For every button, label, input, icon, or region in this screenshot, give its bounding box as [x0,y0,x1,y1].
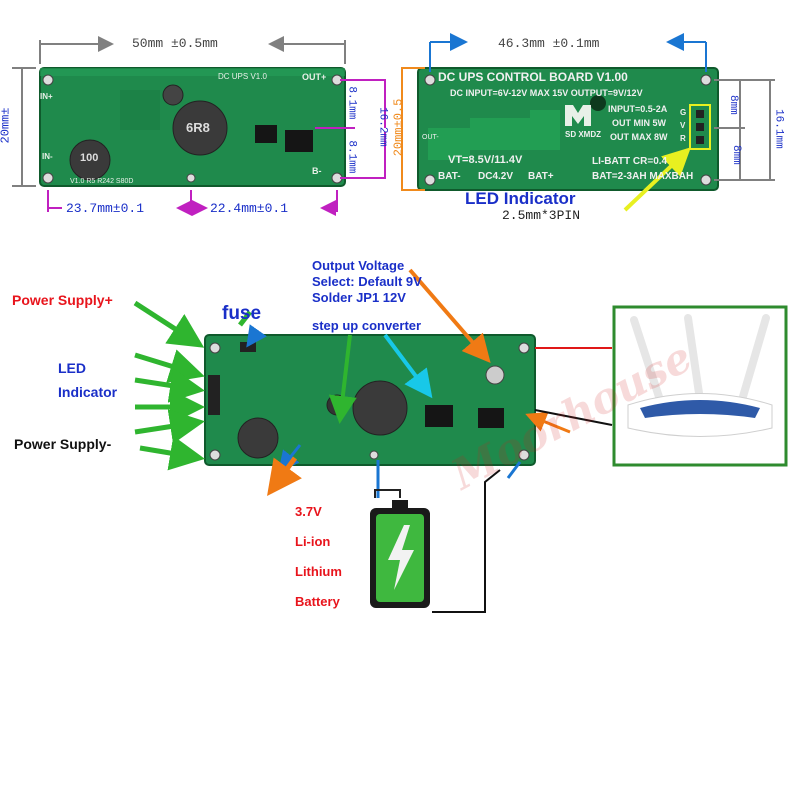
top-left-dim-bottom-right: 22.4mm±0.1 [210,201,289,216]
mount-hole [424,74,436,86]
inductor-left [69,139,111,181]
top-right-board [417,67,719,191]
silk-in-plus: IN+ [40,92,53,101]
silk-bat-minus: BAT- [438,171,461,182]
top-left-dim-bottom-left: 23.7mm±0.1 [66,201,145,216]
silk-bat-cap: BAT=2-3AH MAXBAH [592,171,694,182]
mount-hole [209,342,221,354]
battery-label-3: Lithium [295,564,342,579]
silk-b-minus: B- [312,166,322,176]
battery-label-2: Li-ion [295,534,331,549]
silk-v: V [680,121,686,130]
silk-bat-plus: BAT+ [528,171,554,182]
mount-hole [700,174,712,186]
mount-hole [42,74,54,86]
top-left-board [39,67,346,187]
wires [374,347,613,613]
mount-hole [186,173,196,183]
mount-hole [700,74,712,86]
silk-footer: V1.0 R5 R242 S80D [70,178,134,185]
copper-pour [428,110,560,160]
silk-out-label: OUT- [422,134,439,141]
top-left-width-dim: 50mm ±0.5mm [132,36,218,51]
lightning-icon [388,525,414,590]
annotation-arrows [133,268,571,498]
silk-line2: DC INPUT=6V-12V MAX 15V OUTPUT=9V/12V [450,88,643,98]
logo-circle [590,95,606,111]
router-frame [612,305,788,467]
top-left-dim-right-total: 16.2mm [376,107,389,147]
top-right-height-dim: 20mm±0.5 [391,98,406,157]
led-indicator-pin: 2.5mm*3PIN [502,208,581,223]
top-right-dim-right-total: 16.1mm [772,109,785,149]
logo-m [565,105,591,126]
ic-chip [478,408,504,428]
capacitor [162,84,184,106]
silk-title: DC UPS V1.0 [218,72,267,81]
mount-hole [518,449,530,461]
battery-label-4: Battery [295,594,340,609]
silk-out-min: OUT MIN 5W [612,118,666,128]
silk-inductor-left: 100 [80,152,99,164]
silk-g: G [680,108,687,117]
output-voltage-label-1: Output Voltage [312,258,405,273]
led-indicator-arrow [623,147,691,212]
battery [370,500,430,608]
top-right-width-dim: 46.3mm ±0.1mm [498,36,600,51]
mount-hole [209,449,221,461]
battery-label-1: 3.7V [295,504,322,519]
silk-title: DC UPS CONTROL BOARD V1.00 [438,70,628,84]
led-label-1: LED [58,360,86,376]
inductor-center [172,100,228,156]
mount-hole [424,174,436,186]
inductor-left [237,417,279,459]
silk-dc42: DC4.2V [478,171,514,182]
fuse-label: fuse [222,303,262,324]
step-up-converter-label: step up converter [312,318,422,333]
capacitor [485,365,505,385]
mount-hole [42,172,54,184]
led-indicator-title: LED Indicator [465,189,576,208]
silk-logo-sd: SD XMDZ [565,130,601,139]
silk-r: R [680,134,686,143]
output-voltage-arrow [408,268,491,364]
top-right-dimensions [401,33,775,212]
power-supply-minus-label: Power Supply- [14,436,112,452]
led-label-2: Indicator [58,384,118,400]
silk-out-plus: OUT+ [302,72,327,82]
main-board [204,334,536,466]
mount-hole [369,450,379,460]
power-supply-plus-label: Power Supply+ [12,292,113,308]
led-header [208,375,220,415]
top-left-dim-right-top: 8.1mm [345,86,358,120]
top-left-height-dim: 20mm± [0,107,13,144]
ic-chip [285,130,313,152]
top-left-dim-right-bottom: 8.1mm [345,140,358,174]
output-voltage-label-2: Select: Default 9V [312,274,422,289]
silk-out-max: OUT MAX 8W [610,132,668,142]
output-voltage-label-3: Solder JP1 12V [312,290,406,305]
led-header [689,104,711,150]
inductor-center [352,380,408,436]
top-left-dimensions [12,36,386,216]
silk-vt: VT=8.5V/11.4V [448,154,523,166]
ic-chip [425,405,453,427]
top-right-dim-right-top: 8mm [726,94,739,115]
silk-li-batt: LI-BATT CR=0.4 [592,156,668,167]
step-up-arrow-green [328,334,357,424]
mount-hole [518,342,530,354]
ic-chip [255,125,277,143]
step-up-arrow-cyan [383,333,433,399]
top-right-dim-right-bottom: 8mm [729,144,742,165]
silk-inductor-center: 6R8 [186,120,210,135]
silk-input: INPUT=0.5-2A [608,104,668,114]
silk-in-minus: IN- [42,152,53,161]
